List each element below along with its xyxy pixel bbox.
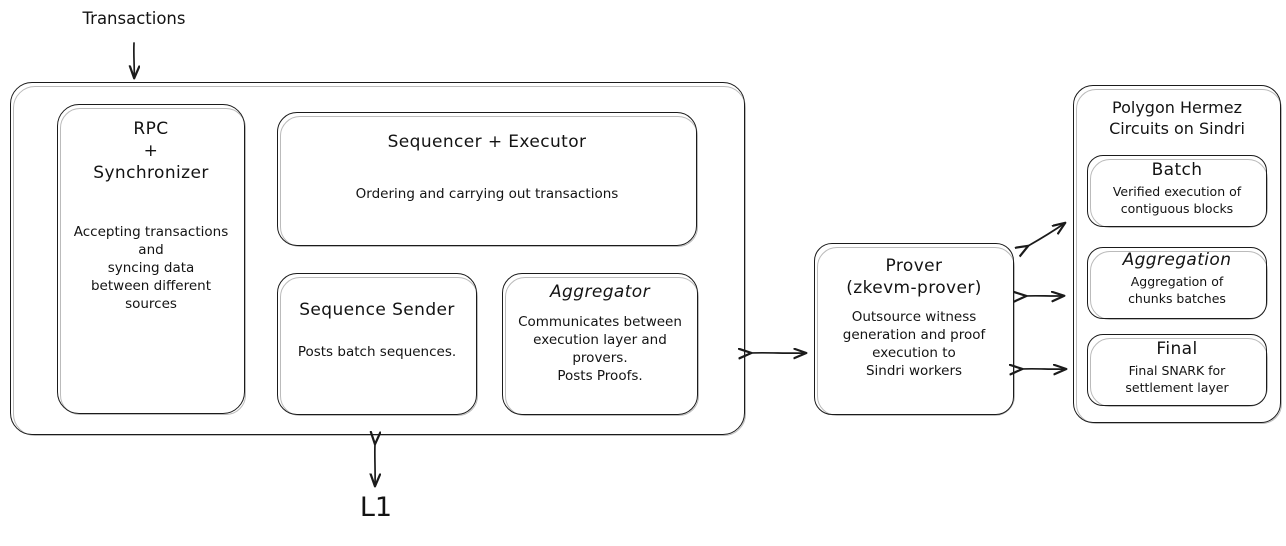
rpc-title: RPC+Synchronizer (93, 119, 209, 183)
circuit-batch-title: Batch (1151, 160, 1203, 180)
sequencer-executor-box[interactable]: Sequencer + Executor Ordering and carryi… (277, 112, 698, 247)
sequencer-description: Ordering and carrying out transactions (355, 186, 619, 202)
sequence-sender-description: Posts batch sequences. (297, 344, 457, 360)
transactions-label: Transactions (82, 9, 186, 28)
arrow-prover-to-batch (1028, 223, 1065, 246)
aggregator-title: Aggregator (550, 282, 650, 302)
circuit-final-title: Final (1156, 339, 1198, 359)
l1-label: L1 (359, 492, 393, 523)
circuit-aggregation-title: Aggregation (1122, 250, 1232, 270)
sequence-sender-title: Sequence Sender (299, 300, 455, 320)
sequence-sender-box[interactable]: Sequence Sender Posts batch sequences. (277, 273, 478, 416)
prover-title: Prover(zkevm-prover) (846, 256, 982, 298)
sequencer-title: Sequencer + Executor (387, 132, 587, 152)
